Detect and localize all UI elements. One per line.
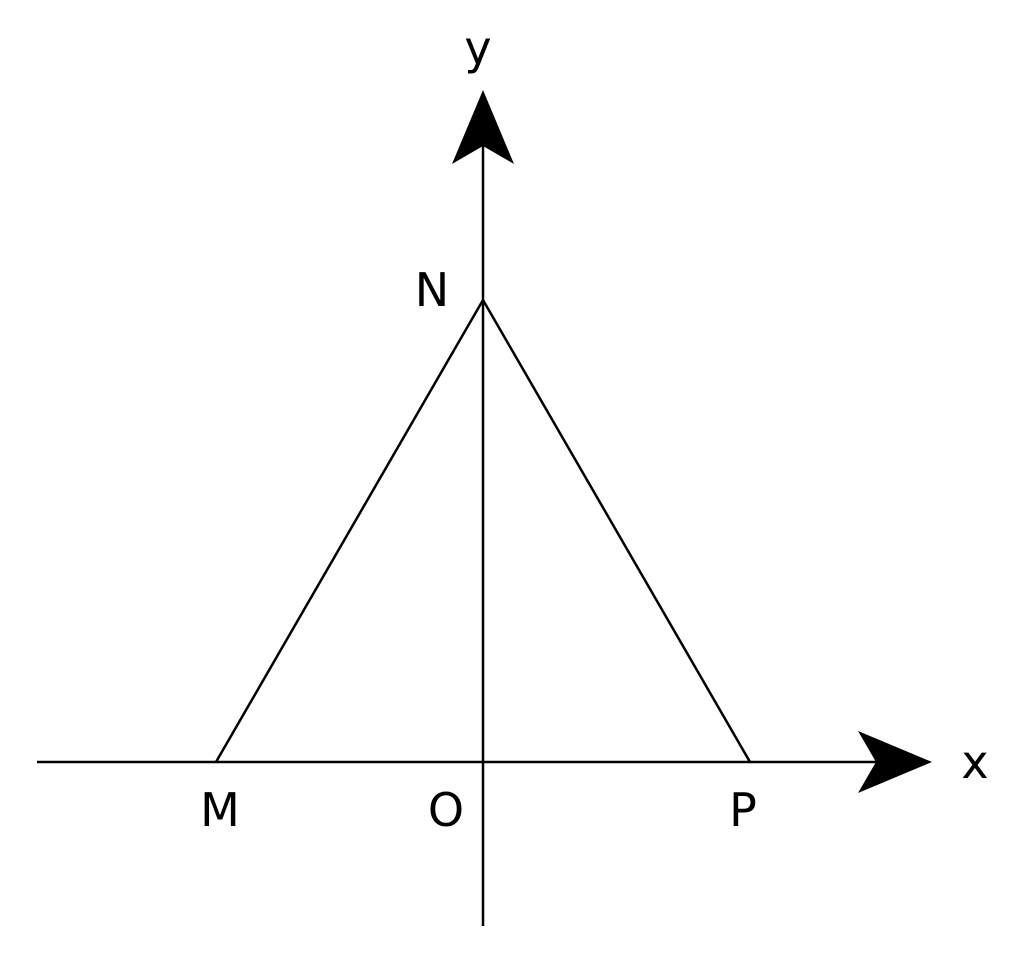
edge-np [481,299,752,763]
point-label-p: P [729,783,757,837]
y-axis-label: y [464,21,491,75]
x-axis-arrow [858,731,932,793]
edge-mn [214,299,485,763]
point-label-m: M [200,783,240,837]
point-label-o: O [428,783,464,837]
x-axis-label: x [961,735,988,789]
y-axis-arrow [452,90,514,164]
point-label-n: N [415,263,449,317]
